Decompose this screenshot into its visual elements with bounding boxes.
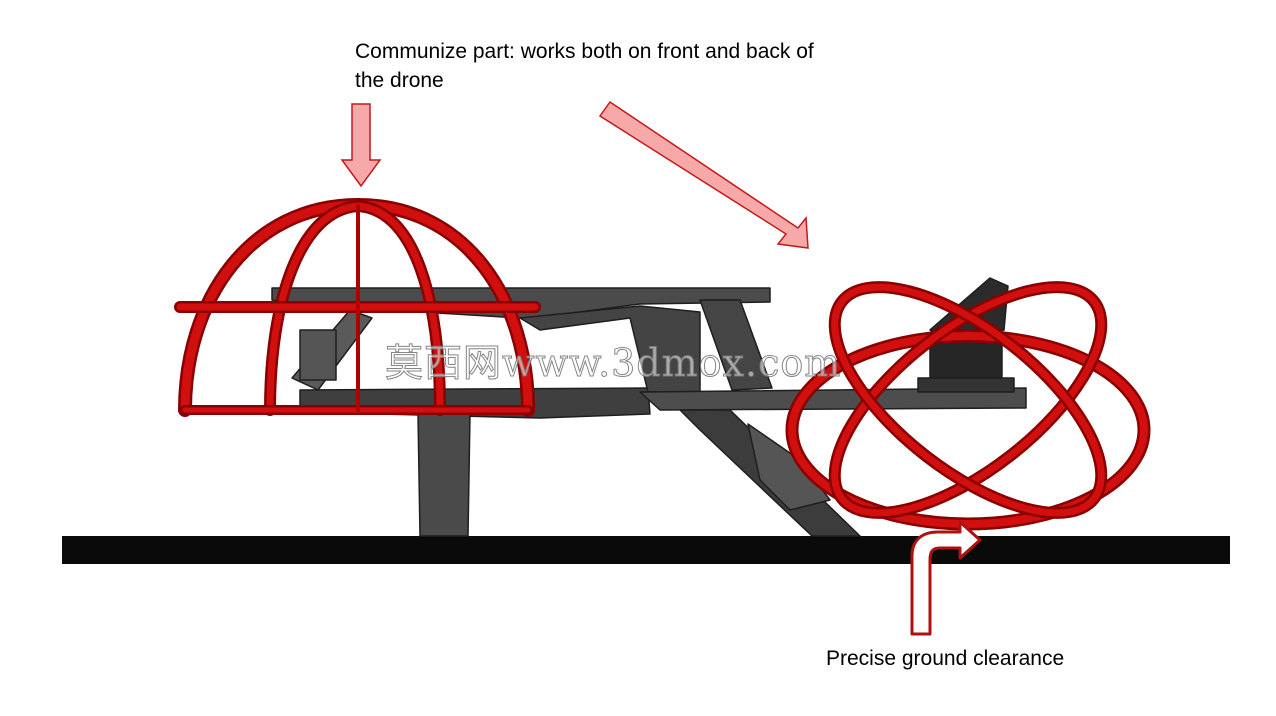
ground-clearance-callout: Precise ground clearance	[826, 647, 1065, 670]
frame-left-block	[299, 329, 337, 381]
motor-base	[917, 377, 1015, 393]
diagonal-arrow-icon	[598, 100, 809, 249]
frame-right-arm	[639, 387, 1027, 411]
drone-frame	[271, 277, 1027, 537]
frame-right-upright	[699, 299, 773, 391]
down-arrow-icon	[340, 103, 382, 188]
shared-part-callout: Communize part: works both on front and …	[355, 40, 814, 92]
watermark-text: 莫西网www.3dmox.com	[384, 341, 842, 386]
ground-bar	[62, 536, 1230, 564]
front-propeller-guard	[174, 197, 541, 417]
rear-propeller-guard	[785, 281, 1151, 531]
elbow-arrow-icon	[910, 520, 982, 636]
frame-front-leg	[417, 413, 471, 537]
